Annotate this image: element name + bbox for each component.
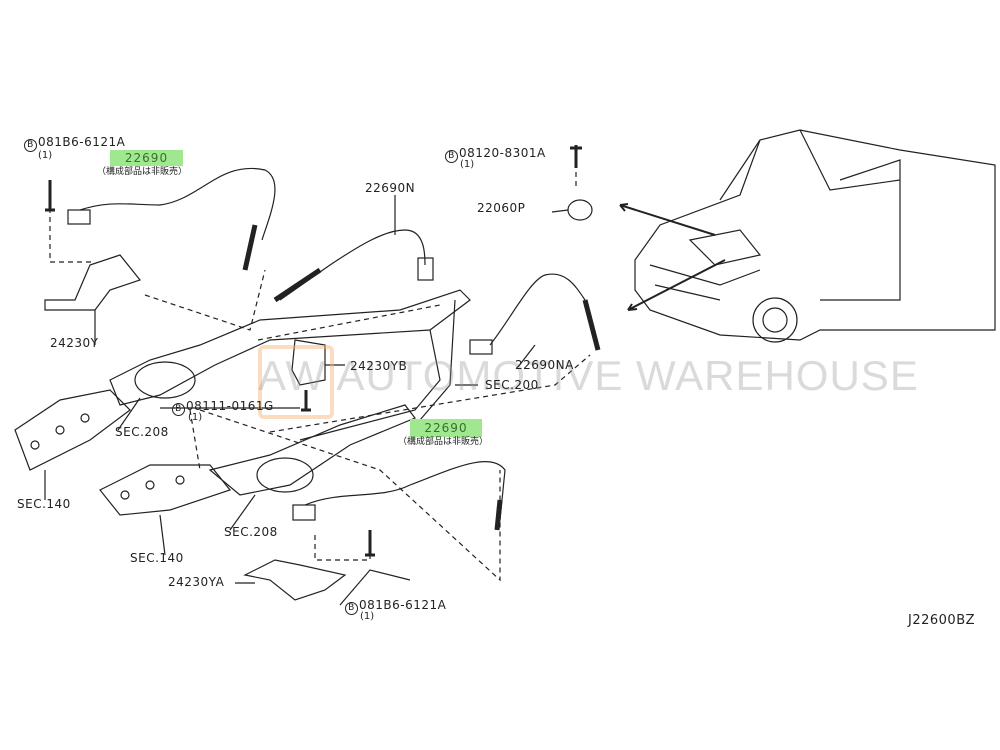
bolt-marker: B bbox=[172, 403, 185, 416]
part-number: 08111-0161G bbox=[186, 399, 274, 413]
sensor-wire-front-left bbox=[79, 167, 276, 241]
not-sold-note: （構成部品は非販売） bbox=[97, 167, 188, 177]
bracket-24230y bbox=[44, 254, 142, 311]
part-label-22690na[interactable]: 22690NA bbox=[515, 358, 574, 372]
qty-label: (1) bbox=[460, 159, 475, 170]
qty-label: (1) bbox=[38, 150, 53, 161]
section-label-sec208-lower[interactable]: SEC.208 bbox=[224, 525, 278, 539]
qty-label: (1) bbox=[360, 611, 375, 622]
part-number: 081B6-6121A bbox=[359, 598, 447, 612]
part-number: 081B6-6121A bbox=[38, 135, 126, 149]
part-number: 08120-8301A bbox=[459, 146, 546, 160]
watermark: AW AUTOMOTIVE WAREHOUSE bbox=[258, 352, 919, 399]
part-link-22690-front-left[interactable]: 22690 bbox=[110, 150, 183, 166]
qty-label: (1) bbox=[188, 412, 203, 423]
bracket-24230yb bbox=[291, 339, 326, 386]
connector bbox=[67, 209, 91, 225]
bolt-marker: B bbox=[24, 139, 37, 152]
not-sold-note: （構成部品は非販売） bbox=[398, 437, 489, 447]
section-label-sec140-upper[interactable]: SEC.140 bbox=[17, 497, 71, 511]
section-label-sec140-lower[interactable]: SEC.140 bbox=[130, 551, 184, 565]
watermark-logo bbox=[258, 345, 334, 419]
part-label-24230yb[interactable]: 24230YB bbox=[350, 359, 408, 373]
exhaust-pipe-upper bbox=[109, 289, 471, 406]
arrow-to-knock-sensor bbox=[619, 203, 716, 236]
section-label-sec208-upper[interactable]: SEC.208 bbox=[115, 425, 169, 439]
diagram-code: J22600BZ bbox=[908, 613, 976, 628]
bolt-marker: B bbox=[345, 602, 358, 615]
knock-sensor bbox=[567, 199, 593, 221]
bolt-marker: B bbox=[445, 150, 458, 163]
part-label-22690n[interactable]: 22690N bbox=[365, 181, 416, 195]
oxygen-sensor-front-left bbox=[242, 224, 258, 271]
sensor-wire-n bbox=[279, 229, 426, 301]
exhaust-pipe-lower bbox=[208, 404, 416, 496]
part-label-24230y[interactable]: 24230Y bbox=[50, 336, 99, 350]
exhaust-manifold-upper bbox=[14, 389, 131, 471]
section-label-sec200[interactable]: SEC.200 bbox=[485, 378, 539, 392]
part-label-24230ya[interactable]: 24230YA bbox=[168, 575, 225, 589]
part-link-22690-front-right[interactable]: 22690 bbox=[410, 419, 482, 437]
vehicle-illustration bbox=[634, 129, 996, 343]
bracket-24230ya bbox=[243, 559, 347, 601]
part-label-22060p[interactable]: 22060P bbox=[477, 201, 526, 215]
exhaust-manifold-lower bbox=[99, 464, 232, 516]
arrow-to-sensor bbox=[627, 259, 726, 311]
